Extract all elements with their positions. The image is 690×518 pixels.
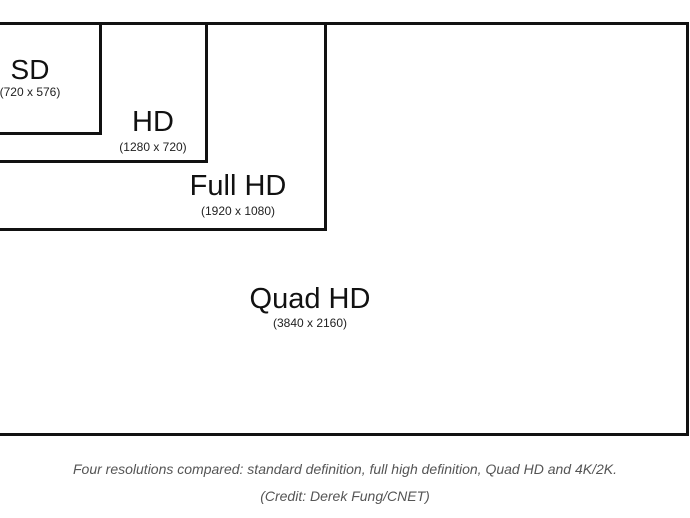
figure-caption: Four resolutions compared: standard defi… <box>0 456 690 510</box>
hd-name: HD <box>132 106 174 138</box>
caption-line-1: Four resolutions compared: standard defi… <box>73 461 617 477</box>
quad-hd-label: Quad HD (3840 x 2160) <box>220 283 400 330</box>
full-hd-dimensions: (1920 x 1080) <box>200 204 276 218</box>
sd-name: SD <box>10 54 50 85</box>
quad-hd-name: Quad HD <box>249 283 371 315</box>
caption-credit: (Credit: Derek Fung/CNET) <box>260 488 430 504</box>
quad-hd-dimensions: (3840 x 2160) <box>272 316 348 330</box>
sd-dimensions: (720 x 576) <box>0 85 61 99</box>
sd-label: SD (720 x 576) <box>0 54 100 99</box>
hd-dimensions: (1280 x 720) <box>119 140 187 154</box>
hd-label: HD (1280 x 720) <box>83 106 223 154</box>
full-hd-name: Full HD <box>189 170 287 202</box>
sd-box <box>0 22 102 135</box>
full-hd-label: Full HD (1920 x 1080) <box>168 170 308 218</box>
quad-hd-box <box>0 22 689 436</box>
hd-box <box>0 22 208 163</box>
